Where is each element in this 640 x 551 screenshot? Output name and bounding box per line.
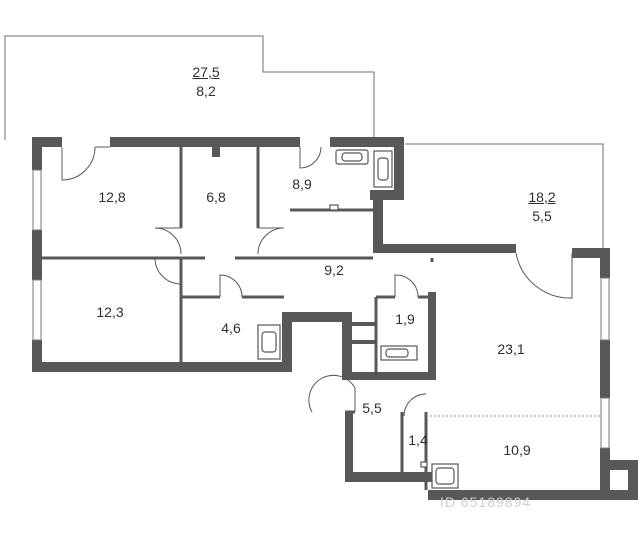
room-c-area: 8,9 — [292, 176, 312, 192]
balcony-top-outline — [4, 35, 375, 140]
bath-b-area: 1,9 — [395, 311, 415, 327]
doors — [61, 146, 573, 417]
balcony-top-area: 27,5 — [192, 64, 220, 80]
room-b-area: 6,8 — [206, 189, 226, 205]
room-d-area: 12,3 — [96, 304, 124, 320]
outer-walls — [32, 137, 638, 500]
windows — [32, 169, 610, 449]
hall-area: 9,2 — [324, 262, 344, 278]
balcony-top-reduced-area: 8,2 — [196, 83, 216, 99]
storage-area: 5,5 — [362, 400, 382, 416]
balcony-right-outline — [405, 143, 604, 248]
fixtures — [257, 149, 459, 489]
kitchen-area: 10,9 — [503, 442, 531, 458]
living-area: 23,1 — [497, 341, 525, 357]
bath-a-area: 4,6 — [221, 320, 241, 336]
balcony-right-area: 18,2 — [528, 189, 556, 205]
room-a-area: 12,8 — [98, 189, 126, 205]
balcony-right-reduced-area: 5,5 — [532, 208, 552, 224]
watermark: ID 65189894 — [440, 494, 532, 510]
wc-area: 1,4 — [408, 432, 428, 448]
